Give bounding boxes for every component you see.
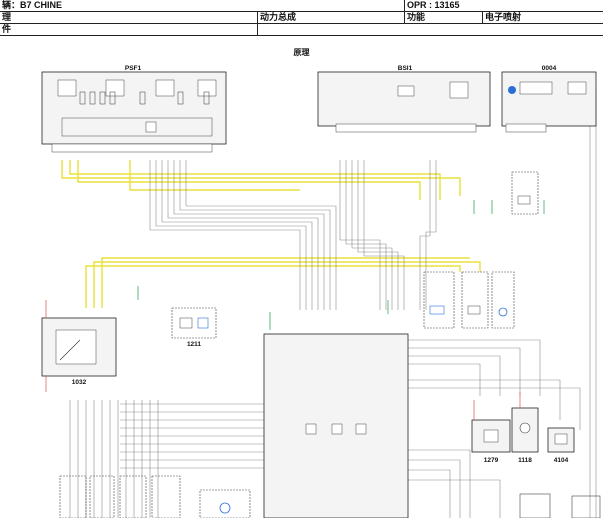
header-row-vehicle: 辆：B7 CHINE OPR : 13165 (0, 0, 603, 12)
c1279-box: 1279 (471, 419, 511, 464)
bsi1-box: BSI1 (317, 65, 491, 133)
wiring-accent (45, 300, 521, 420)
wiring-grey (69, 90, 597, 518)
ecu-box (263, 333, 409, 518)
c1118-box: 1118 (511, 407, 539, 464)
part-label-cell: 件 (0, 24, 258, 35)
connector-72 (511, 171, 539, 215)
c4104-label: 4104 (554, 457, 569, 464)
system-cell: 动力总成 (258, 12, 405, 23)
opr-cell: OPR : 13165 (407, 0, 460, 10)
part-value-cell (258, 24, 603, 35)
section-title: 原理 (293, 48, 310, 57)
c1032-box: 1032 (41, 317, 117, 386)
vehicle-cell: 辆：B7 CHINE (0, 0, 405, 11)
c0004-box: 0004 (501, 65, 597, 133)
c1211-box: 1211 (171, 307, 217, 348)
bsi1-label: BSI1 (398, 65, 413, 72)
psf1-box: PSF1 (41, 65, 227, 153)
function-label-cell: 功能 (405, 12, 483, 23)
function-value-cell: 电子喷射 (485, 12, 522, 22)
c1279-label: 1279 (484, 457, 499, 464)
header-row-part: 件 (0, 24, 603, 36)
c4104-box: 4104 (547, 427, 575, 464)
bottom-components (59, 475, 601, 518)
connector-group-right (423, 271, 515, 329)
wiring-green (137, 200, 545, 330)
harness-yellow (61, 160, 481, 308)
c0004-label: 0004 (542, 65, 557, 72)
header-row-system: 理 动力总成 功能 电子喷射 (0, 12, 603, 24)
psf1-label: PSF1 (125, 65, 142, 72)
header-table: 辆：B7 CHINE OPR : 13165 理 动力总成 功能 电子喷射 件 (0, 0, 603, 46)
c1118-label: 1118 (518, 457, 532, 464)
wiring-diagram: PSF1 BSI1 0004 (41, 65, 601, 518)
row-label-cell: 理 (0, 12, 258, 23)
c1211-label: 1211 (187, 341, 201, 348)
c1032-label: 1032 (72, 379, 87, 386)
